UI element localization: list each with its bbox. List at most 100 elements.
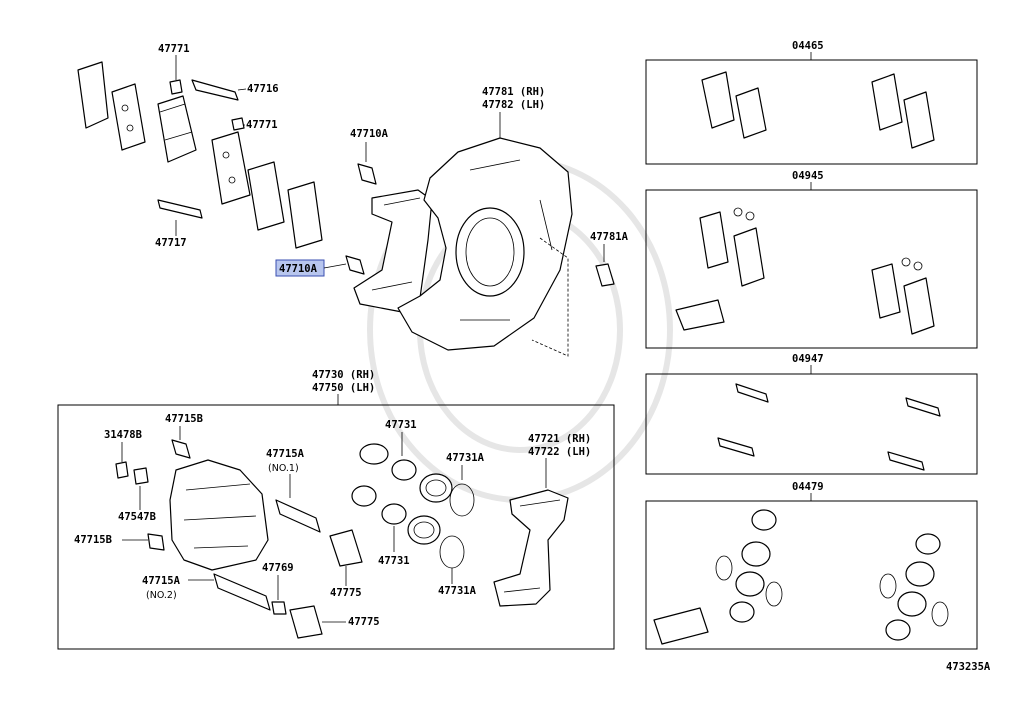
brake-pad-group: [77, 61, 323, 249]
kit-shim-a1: [699, 211, 729, 269]
cylinder-mounting-bracket[interactable]: [493, 489, 569, 607]
kit-plate-b1: [905, 397, 941, 417]
kit-grease-pack: [675, 299, 725, 331]
disc-brake-pad-inner[interactable]: [211, 131, 251, 205]
diagram-reference-code: 473235A: [946, 661, 991, 673]
kit-04947: 04947: [645, 353, 978, 475]
cylinder-boot-upper[interactable]: [419, 473, 453, 503]
label-47717[interactable]: 47717: [155, 237, 187, 249]
label-47710a[interactable]: 47710A: [350, 128, 389, 140]
kit-04465: 04465: [645, 40, 978, 165]
kit-boot-a2: [729, 601, 755, 623]
kit-seal-a2: [735, 571, 765, 597]
label-47775-a[interactable]: 47775: [330, 587, 362, 599]
bolt-47710a-lower[interactable]: [345, 255, 365, 275]
kit-plate-a1: [735, 383, 769, 403]
label-47731a-bot[interactable]: 47731A: [438, 585, 477, 597]
kit-shim-b2: [903, 277, 935, 335]
kit-04479: 04479: [645, 481, 978, 650]
slide-pin-boot[interactable]: [329, 529, 363, 567]
piston-seal-ring-upper[interactable]: [449, 483, 475, 517]
slide-pin-no1[interactable]: [275, 499, 321, 533]
kit-04945: 04945: [645, 170, 978, 349]
caliper-bolt-47715b[interactable]: [147, 533, 165, 551]
cylinder-boot-lower[interactable]: [407, 515, 441, 545]
kit-code-04479[interactable]: 04479: [792, 481, 824, 493]
kit-code-04947[interactable]: 04947: [792, 353, 824, 365]
label-47750[interactable]: 47750 (LH): [312, 382, 375, 394]
piston-upper[interactable]: [391, 459, 417, 481]
label-47771[interactable]: 47771: [158, 43, 190, 55]
label-47769[interactable]: 47769: [262, 562, 294, 574]
bolt-47781a[interactable]: [595, 263, 615, 287]
dust-cover-hub-ring: [455, 207, 525, 297]
pad-support-plate-lower[interactable]: [157, 199, 203, 219]
kit-pad-b2: [903, 91, 935, 149]
kit-code-04945[interactable]: 04945: [792, 170, 824, 182]
slide-pin-boot-2[interactable]: [289, 605, 323, 639]
label-47716[interactable]: 47716: [247, 83, 279, 95]
kit-shim-a2: [733, 227, 765, 287]
label-no2: (NO.2): [146, 590, 177, 601]
caliper-assembly-box: 47730 (RH) 47750 (LH) 47715B 31478B 4754…: [57, 369, 615, 650]
label-47781a[interactable]: 47781A: [590, 231, 629, 243]
piston-seal-ring-lower[interactable]: [439, 535, 465, 569]
bleeder-cap[interactable]: [115, 461, 129, 479]
kit-seal-a1: [741, 541, 771, 567]
front-disc-brake-cylinder[interactable]: [169, 459, 269, 571]
piston-seal-upper[interactable]: [359, 443, 389, 465]
label-47715b-left[interactable]: 47715B: [74, 534, 112, 546]
kit-box-04465: [645, 59, 978, 165]
kit-code-04465[interactable]: 04465: [792, 40, 824, 52]
piston-seal-lower[interactable]: [351, 485, 377, 507]
label-47710a-selected[interactable]: 47710A: [279, 263, 318, 275]
anti-squeal-shim-inner[interactable]: [247, 161, 285, 231]
pad-support-plate-upper[interactable]: [191, 79, 239, 101]
kit-boot-a1: [751, 509, 777, 531]
label-47731[interactable]: 47731: [385, 419, 417, 431]
bleeder-plug[interactable]: [133, 467, 149, 485]
dust-shield-group: 47781 (RH) 47782 (LH) 47781A: [397, 86, 629, 357]
label-31478b[interactable]: 31478B: [104, 429, 142, 441]
kit-box-04479: [645, 500, 978, 650]
caliper-mounting-bracket[interactable]: [353, 189, 433, 313]
slide-bushing[interactable]: [271, 601, 287, 615]
kit-boot-b2: [885, 619, 911, 641]
label-47771-b[interactable]: 47771: [246, 119, 278, 131]
label-47731a-top[interactable]: 47731A: [446, 452, 485, 464]
label-no1: (NO.1): [268, 463, 299, 474]
label-47715b[interactable]: 47715B: [165, 413, 203, 425]
pad-wear-indicator[interactable]: [169, 79, 183, 95]
caliper-mount-group: 47710A 47710A: [275, 128, 433, 313]
label-47731-mid[interactable]: 47731: [378, 555, 410, 567]
kit-seal-b2: [897, 591, 927, 617]
label-47547b[interactable]: 47547B: [118, 511, 156, 523]
pad-wear-indicator-2[interactable]: [231, 117, 245, 131]
anti-squeal-shim[interactable]: [111, 83, 146, 151]
disc-brake-pad[interactable]: [157, 95, 197, 163]
slide-pin-no2[interactable]: [213, 573, 271, 611]
label-47775-b[interactable]: 47775: [348, 616, 380, 628]
label-47722[interactable]: 47722 (LH): [528, 446, 591, 458]
anti-squeal-shim-inner-2[interactable]: [287, 181, 323, 249]
label-47781[interactable]: 47781 (RH): [482, 86, 545, 98]
label-47715a-2[interactable]: 47715A: [142, 575, 181, 587]
bleeder-plug-cap[interactable]: [171, 439, 191, 459]
label-47721[interactable]: 47721 (RH): [528, 433, 591, 445]
pad-labels: 47771 47716 47771 47717: [155, 43, 279, 249]
label-47715a-1[interactable]: 47715A: [266, 448, 305, 460]
kit-shim-b1: [871, 263, 901, 319]
label-47730[interactable]: 47730 (RH): [312, 369, 375, 381]
kit-pad-b1: [871, 73, 903, 131]
anti-squeal-shim-outer[interactable]: [77, 61, 109, 129]
kit-pad-a1: [701, 71, 735, 129]
piston-lower[interactable]: [381, 503, 407, 525]
caliper-assembly-frame: [57, 404, 615, 650]
kit-seal-b1: [905, 561, 935, 587]
kit-box-04947: [645, 373, 978, 475]
bolt-47710a-upper[interactable]: [357, 163, 377, 185]
label-47782[interactable]: 47782 (LH): [482, 99, 545, 111]
kit-grease-pack-2: [653, 607, 709, 645]
kit-pad-a2: [735, 87, 767, 139]
